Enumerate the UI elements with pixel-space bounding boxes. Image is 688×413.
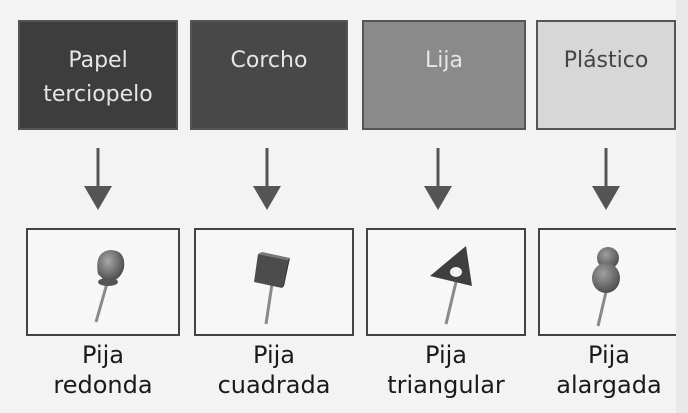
- down-arrow-icon: [424, 148, 452, 210]
- pin-box-square: [194, 228, 354, 336]
- page-edge: [676, 0, 688, 413]
- material-box-papel-terciopelo: Papel terciopelo: [18, 20, 178, 130]
- material-box-corcho: Corcho: [190, 20, 348, 130]
- pin-label-elongated: Pija alargada: [556, 341, 662, 399]
- down-arrow-icon: [84, 148, 112, 210]
- pin-box-round: [26, 228, 180, 336]
- elongated-pin-icon: [592, 247, 620, 327]
- down-arrow-icon: [592, 148, 620, 210]
- down-arrow-icon: [253, 148, 281, 210]
- square-pin-icon: [254, 252, 290, 325]
- pin-label-triangle: Pija triangular: [387, 341, 505, 399]
- material-box-lija: Lija: [362, 20, 526, 130]
- pin-box-elongated: [538, 228, 680, 336]
- material-box-plastico: Plástico: [536, 20, 676, 130]
- round-pin-icon: [94, 250, 125, 323]
- pin-label-square: Pija cuadrada: [217, 341, 331, 399]
- pin-label-round: Pija redonda: [53, 341, 153, 399]
- pin-box-triangle: [366, 228, 526, 336]
- triangle-pin-icon: [430, 246, 472, 325]
